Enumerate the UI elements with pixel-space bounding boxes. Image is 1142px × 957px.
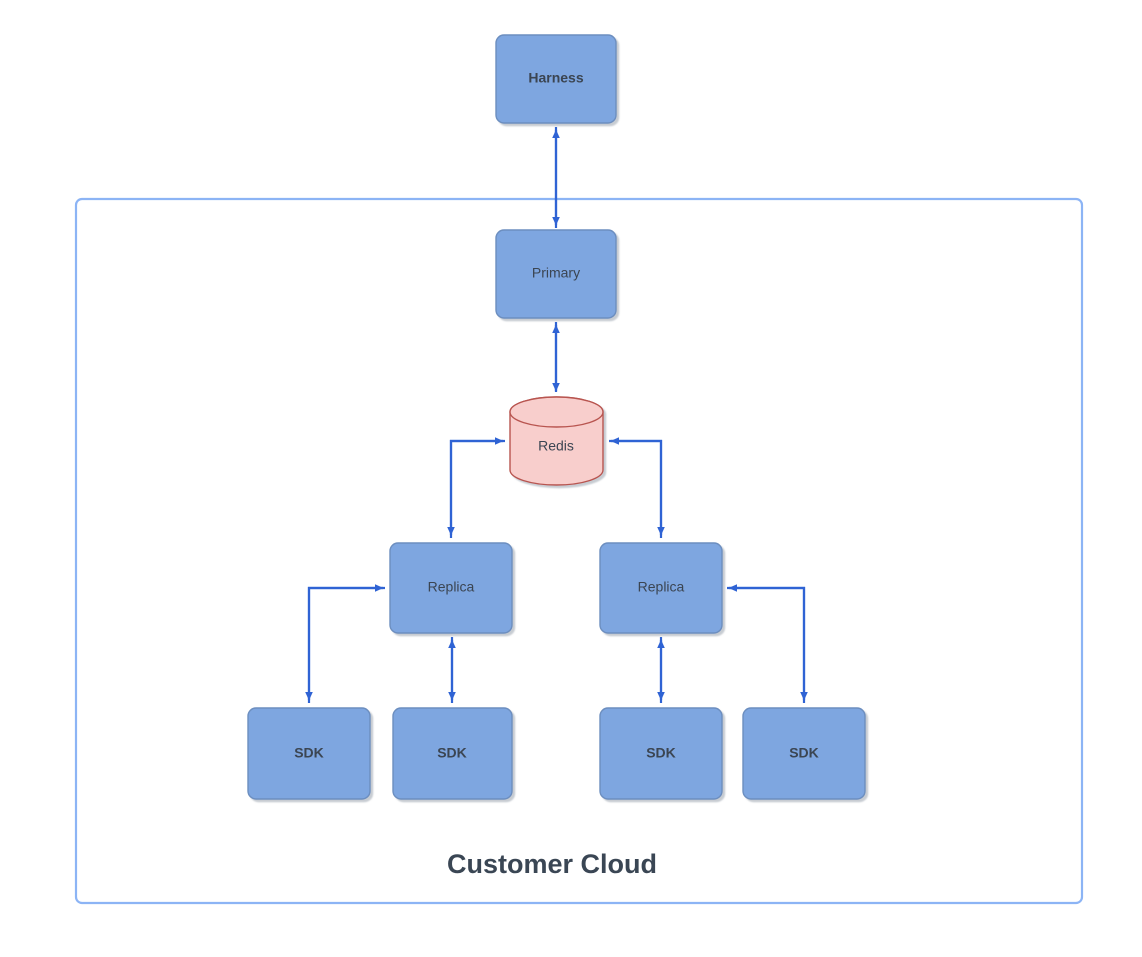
edge-arrow-to-replica — [728, 584, 806, 703]
node-replica-right-shape[interactable] — [599, 542, 723, 634]
node-sdk-4-label: SDK — [789, 745, 819, 761]
node-sdk-4-shape[interactable] — [742, 707, 866, 800]
node-replica-left-label: Replica — [428, 579, 475, 595]
node-harness[interactable]: Harness — [495, 34, 617, 124]
node-sdk-2[interactable]: SDK — [392, 707, 513, 800]
node-harness-label: Harness — [528, 70, 583, 86]
node-sdk-2-shape[interactable] — [392, 707, 513, 800]
edge-redis-replica-left — [447, 437, 505, 538]
customer-cloud-label: Customer Cloud — [447, 849, 657, 879]
edge-replica-left-sdk-1 — [305, 584, 385, 703]
node-redis-cylinder-top — [509, 396, 604, 428]
node-sdk-1[interactable]: SDK — [247, 707, 371, 800]
node-redis[interactable]: Redis — [509, 396, 604, 486]
node-harness-shape[interactable] — [495, 34, 617, 124]
node-primary-label: Primary — [532, 265, 580, 281]
node-sdk-2-label: SDK — [437, 745, 467, 761]
node-sdk-4[interactable]: SDK — [742, 707, 866, 800]
node-primary[interactable]: Primary — [495, 229, 617, 319]
edge-arrow-to-replica — [609, 439, 665, 536]
edge-redis-replica-right — [609, 437, 665, 538]
edge-arrow-to-replica — [447, 439, 505, 536]
node-replica-right-label: Replica — [638, 579, 685, 595]
node-replica-left[interactable]: Replica — [389, 542, 513, 634]
edge-arrow-to-sdk — [727, 586, 808, 701]
customer-cloud-boundary — [74, 197, 1084, 905]
node-primary-shape[interactable] — [495, 229, 617, 319]
node-replica-left-shape[interactable] — [389, 542, 513, 634]
node-sdk-1-shape[interactable] — [247, 707, 371, 800]
node-sdk-3-shape[interactable] — [599, 707, 723, 800]
node-sdk-3-label: SDK — [646, 745, 676, 761]
node-sdk-1-label: SDK — [294, 745, 324, 761]
edge-replica-right-sdk-4 — [727, 584, 808, 703]
node-redis-label: Redis — [538, 438, 574, 454]
edge-arrow-to-replica — [307, 584, 384, 703]
node-sdk-3[interactable]: SDK — [599, 707, 723, 800]
node-replica-right[interactable]: Replica — [599, 542, 723, 634]
edge-arrow-to-sdk — [305, 586, 385, 701]
edge-arrow-to-redis — [449, 437, 504, 538]
edge-arrow-to-redis — [610, 437, 663, 538]
